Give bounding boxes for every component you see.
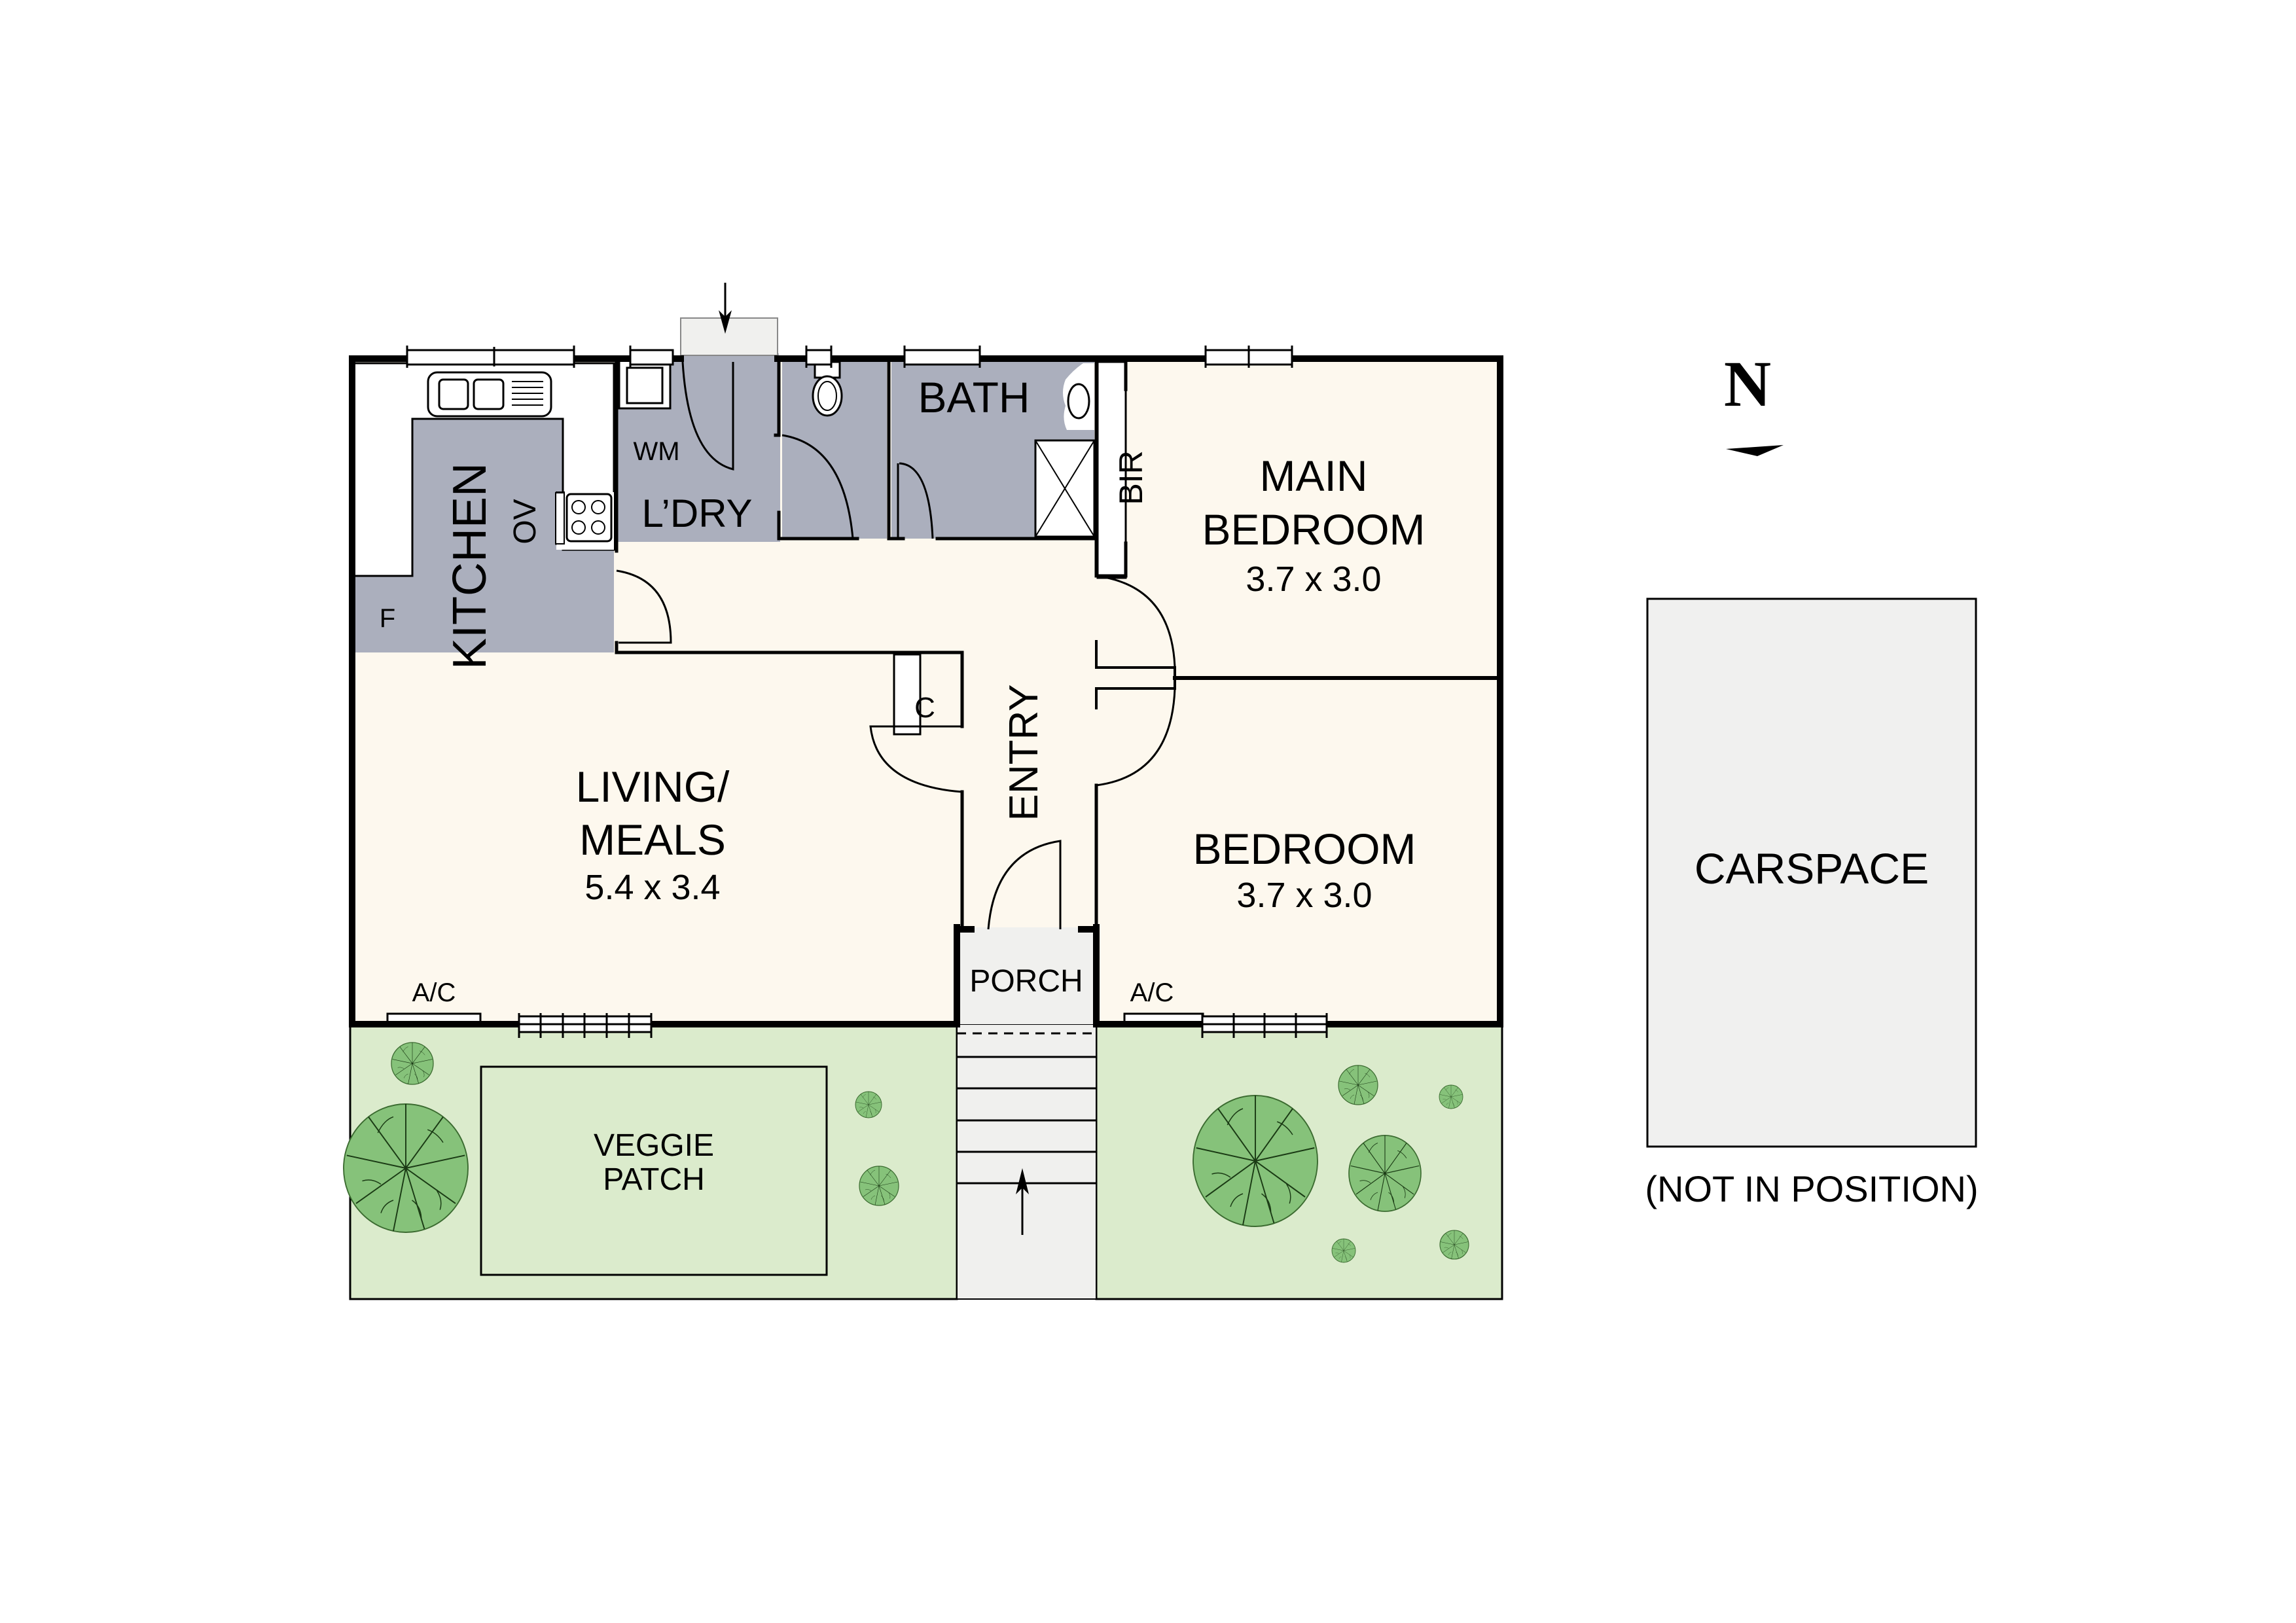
doors bbox=[616, 361, 1176, 930]
tree-icon bbox=[1338, 1065, 1378, 1105]
bedroom-dimensions: 3.7 x 3.0 bbox=[1236, 876, 1372, 915]
back-landing bbox=[680, 317, 778, 356]
main-bedroom-label: MAIN bbox=[1260, 452, 1368, 500]
living-meals-dimensions: 5.4 x 3.4 bbox=[584, 868, 720, 907]
tree-icon bbox=[1439, 1230, 1469, 1260]
ac-bedroom-label: A/C bbox=[1130, 978, 1174, 1007]
entry-arrow-icon bbox=[1016, 1168, 1029, 1235]
oven-label: OV bbox=[508, 499, 543, 544]
door-laundry-external bbox=[681, 361, 734, 471]
tree-icon bbox=[391, 1042, 434, 1085]
toilet-icon bbox=[812, 361, 843, 417]
carspace-label: CARSPACE bbox=[1695, 844, 1929, 893]
kitchen-label: KITCHEN bbox=[444, 463, 496, 669]
tree-icon bbox=[855, 1091, 882, 1118]
cupboard-label: C bbox=[914, 692, 935, 724]
windows bbox=[406, 346, 1328, 1038]
veggie-patch-label: VEGGIE bbox=[594, 1128, 714, 1163]
cooktop-icon bbox=[555, 491, 614, 550]
front-garden: VEGGIE PATCH bbox=[343, 1023, 1503, 1300]
door-main-bedroom bbox=[1096, 575, 1176, 668]
front-path bbox=[956, 1024, 1097, 1300]
tree-icon bbox=[1193, 1095, 1318, 1227]
main-bedroom-dimensions: 3.7 x 3.0 bbox=[1246, 560, 1381, 599]
north-arrow-icon bbox=[1726, 445, 1784, 456]
door-bedroom bbox=[1096, 688, 1176, 787]
porch-floor bbox=[960, 927, 1094, 1024]
house: OV F KITCHEN WM L’DRY BATH bbox=[350, 283, 1502, 1026]
carspace-note: (NOT IN POSITION) bbox=[1645, 1168, 1978, 1209]
ac-living-label: A/C bbox=[412, 978, 456, 1007]
door-wc bbox=[781, 434, 854, 539]
svg-text:BEDROOM: BEDROOM bbox=[1202, 505, 1425, 554]
tree-icon bbox=[343, 1103, 469, 1233]
door-front bbox=[987, 840, 1062, 930]
door-bath bbox=[897, 462, 934, 539]
entry-label: ENTRY bbox=[1001, 684, 1047, 821]
door-living bbox=[869, 725, 963, 793]
window bbox=[903, 349, 981, 366]
tree-icon bbox=[1331, 1238, 1356, 1263]
svg-text:MEALS: MEALS bbox=[579, 815, 726, 864]
bedroom-label: BEDROOM bbox=[1193, 825, 1416, 873]
tree-icon bbox=[1348, 1135, 1422, 1212]
living-meals-label: LIVING/ bbox=[576, 762, 730, 811]
carspace: CARSPACE (NOT IN POSITION) bbox=[1645, 597, 1979, 1209]
north-label: N bbox=[1724, 348, 1771, 420]
window bbox=[406, 349, 575, 366]
svg-text:PATCH: PATCH bbox=[603, 1162, 705, 1197]
door-kitchen-living bbox=[616, 569, 672, 644]
window bbox=[629, 349, 674, 366]
back-entry-arrow-icon bbox=[719, 283, 732, 334]
tree-icon bbox=[1439, 1084, 1463, 1109]
sink-icon bbox=[427, 371, 552, 418]
laundry-label: L’DRY bbox=[642, 491, 753, 535]
tree-icon bbox=[859, 1166, 899, 1206]
kitchen-bench bbox=[352, 362, 615, 577]
north-compass: N bbox=[1724, 348, 1784, 456]
basin-icon bbox=[1063, 363, 1094, 430]
cupboard bbox=[893, 653, 922, 736]
kitchen-floor bbox=[353, 419, 614, 652]
bath-label: BATH bbox=[918, 373, 1030, 421]
porch-label: PORCH bbox=[969, 964, 1083, 999]
shower-icon bbox=[1034, 439, 1096, 538]
window bbox=[805, 349, 833, 366]
veggie-patch bbox=[480, 1065, 828, 1276]
wm-label: WM bbox=[633, 437, 679, 466]
fridge-label: F bbox=[380, 604, 395, 633]
bir-label: BIR bbox=[1113, 450, 1149, 505]
